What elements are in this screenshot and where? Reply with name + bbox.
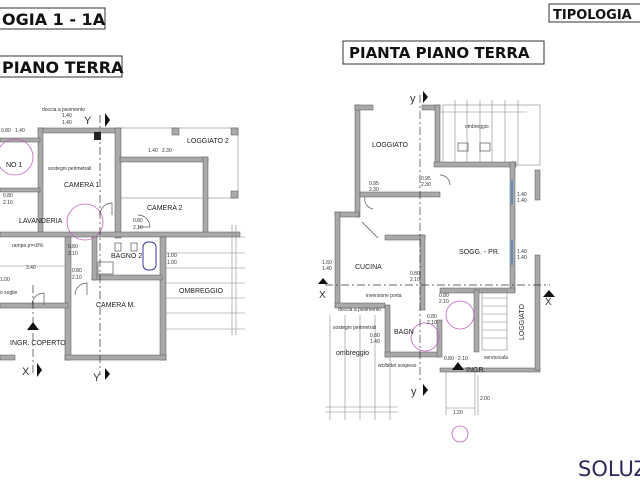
entrance-arrow-icon	[27, 322, 39, 330]
dimension-label: 1.00	[0, 277, 10, 283]
dimension-label: 1.40	[62, 120, 72, 126]
dimension-label: 1.40	[517, 255, 527, 261]
dimension-label: 2.10	[68, 251, 78, 257]
annotation: rampa p=<8%	[12, 243, 44, 249]
room-label: SOGG. - PR.	[459, 249, 500, 256]
dimension-label: 1.40	[148, 148, 158, 154]
room-label: LOGGIATO	[372, 142, 408, 149]
section-arrow-icon	[543, 290, 555, 297]
dimension-label: 1.00	[167, 260, 177, 266]
room-label: OMBREGGIO	[179, 288, 224, 295]
right-plan: y y X X LOGGIATO ombreggio SOGG. - PR. C…	[318, 91, 555, 443]
dimension-label: 0.80	[133, 218, 143, 224]
entrance-arrow-icon	[452, 362, 464, 370]
annotation: sostegni perimetrali	[333, 325, 376, 331]
dimension-label: 1.60	[322, 260, 332, 266]
turning-circle-icon	[410, 322, 440, 352]
annotation: doccia a pavimento	[338, 307, 381, 313]
dimension-label: 0.80	[72, 268, 82, 274]
dimension-label: 1.40	[517, 249, 527, 255]
section-marker-y: Y	[93, 372, 101, 384]
dimension-label: 0.80	[444, 356, 454, 362]
section-marker-x: X	[545, 297, 552, 308]
left-floor-title: PIANO TERRA	[0, 55, 124, 78]
section-arrow-icon	[423, 91, 428, 103]
room-label: BAGNO 2	[111, 253, 142, 260]
typology-label: OGIA 1 - 1A	[2, 10, 106, 29]
brand-logo: SOLUZ	[578, 457, 640, 480]
dimension-label: 2.10	[439, 299, 449, 305]
dimension-label: 0.80	[1, 128, 11, 134]
room-label: INGR.	[466, 367, 486, 374]
room-label: CAMERA 2	[147, 205, 183, 212]
room-label: LOGGIATO 2	[187, 138, 229, 145]
dimension-label: 2.10	[72, 275, 82, 281]
section-marker-y: y	[411, 386, 417, 398]
section-arrow-icon	[37, 363, 42, 377]
room-label: CAMERA 1	[64, 182, 100, 189]
room-label: ombreggio	[465, 124, 489, 130]
room-label: LOGGIATO	[519, 304, 526, 340]
annotation: inversione porta	[366, 293, 402, 299]
turning-circle-icon	[66, 203, 104, 241]
room-label: LAVANDERIA	[19, 218, 63, 225]
annotation: doccia a pavimento	[42, 107, 85, 113]
turning-circle-icon	[0, 138, 34, 176]
room-label: CAMERA M.	[96, 302, 135, 309]
dimension-label: 1.40	[517, 198, 527, 204]
floor-label: PIANTA PIANO TERRA	[349, 44, 530, 62]
dimension-label: 2.30	[421, 182, 431, 188]
dimension-label: 1.40	[517, 192, 527, 198]
dimension-label: 0.80	[370, 333, 380, 339]
room-label: BAGN	[394, 329, 414, 336]
dimension-label: 2.30	[162, 148, 172, 154]
section-arrow-icon	[105, 113, 110, 127]
dimension-label: 2.00	[480, 396, 490, 402]
room-label: CUCINA	[355, 264, 382, 271]
section-arrow-icon	[105, 368, 110, 380]
section-arrow-icon	[318, 278, 328, 284]
floor-label: PIANO TERRA	[2, 58, 124, 77]
dimension-label: 1.20	[453, 410, 463, 416]
annotation: o soglie	[0, 290, 17, 296]
room-label: ombreggio	[336, 350, 369, 357]
annotation: servoscala	[484, 355, 508, 361]
dimension-label: 0.95	[421, 176, 431, 182]
dimension-label: 0.95	[369, 181, 379, 187]
right-typology-title: TIPOLOGIA	[548, 3, 640, 23]
dimension-label: 1.40	[322, 266, 332, 272]
section-marker-y: y	[410, 93, 416, 105]
dimension-label: 1.40	[370, 339, 380, 345]
annotation: sostegni perimetrali	[48, 166, 91, 172]
section-arrow-icon	[423, 384, 428, 396]
annotation: wc/bidet sospeso	[378, 363, 417, 369]
turning-circle-icon	[445, 300, 475, 330]
wheelchair-icon	[451, 425, 469, 443]
section-marker-x: X	[319, 290, 326, 301]
dimension-label: 0.80	[410, 271, 420, 277]
dimension-label: 1.40	[15, 128, 25, 134]
section-marker-x: X	[22, 366, 30, 378]
dimension-label: 0.80	[68, 244, 78, 250]
right-floor-title: PIANTA PIANO TERRA	[342, 40, 545, 65]
dimension-label: 0.80	[439, 293, 449, 299]
room-label: INGR. COPERTO	[10, 340, 66, 347]
dimension-label: 0.80	[3, 193, 13, 199]
dimension-label: 2.10	[133, 225, 143, 231]
dimension-label: 1.40	[62, 113, 72, 119]
room-label: NO 1	[6, 162, 22, 169]
left-typology-title: OGIA 1 - 1A	[0, 7, 106, 30]
dimension-label: 2.10	[427, 320, 437, 326]
dimension-label: 0.80	[427, 314, 437, 320]
dimension-label: 3.40	[26, 265, 36, 271]
dimension-label: 2.10	[3, 200, 13, 206]
dimension-label: 1.00	[167, 253, 177, 259]
left-plan: Y Y X LOGGIATO 2 CAMERA 1 CAMERA 2 LAVAN…	[0, 107, 245, 384]
typology-label: TIPOLOGIA	[553, 8, 632, 23]
dimension-label: 2.30	[369, 187, 379, 193]
dimension-label: 2.10	[410, 277, 420, 283]
dimension-label: 2.10	[458, 356, 468, 362]
section-marker-y: Y	[84, 115, 92, 127]
